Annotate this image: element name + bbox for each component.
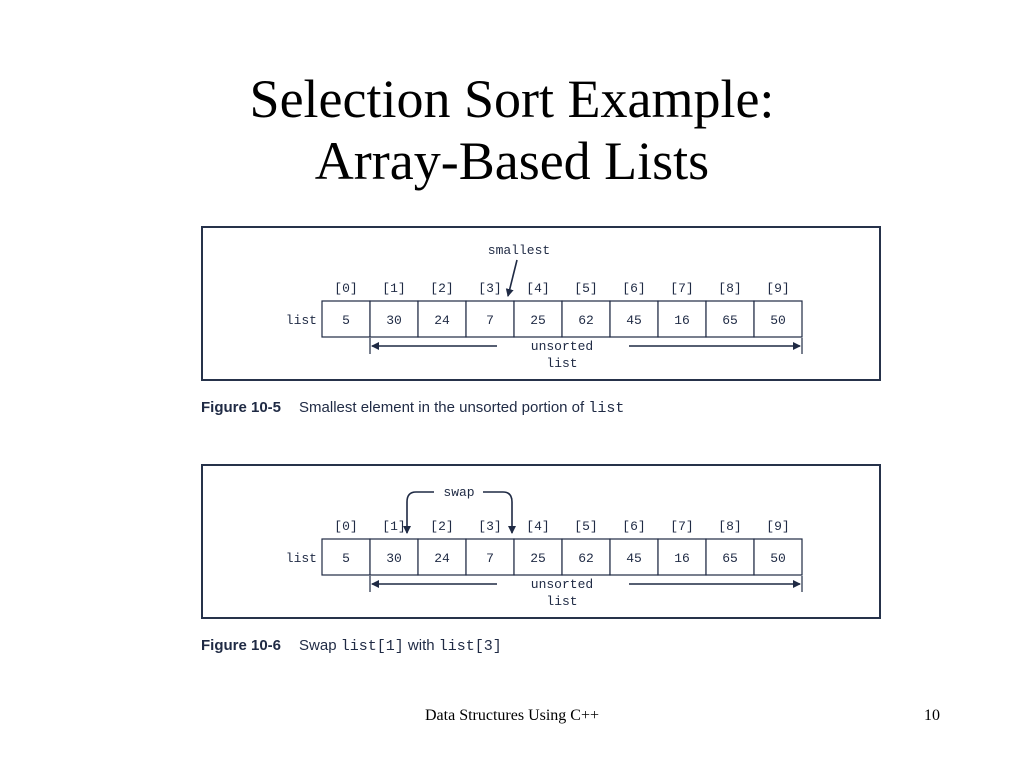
- index-labels: [0] [1] [2] [3] [4] [5] [6] [7] [8] [9]: [334, 281, 789, 296]
- unsorted-range: unsorted list: [369, 576, 803, 609]
- array-cell: [609, 300, 659, 338]
- index-label: [2]: [430, 281, 453, 296]
- array-cell: [369, 300, 419, 338]
- array-cell: [657, 538, 707, 576]
- slide-title: Selection Sort Example: Array-Based List…: [0, 68, 1024, 192]
- index-label: [8]: [718, 519, 741, 534]
- title-line-2: Array-Based Lists: [314, 131, 710, 191]
- array-cell: [657, 300, 707, 338]
- array-value: 45: [626, 551, 642, 566]
- figure-10-5-caption: Figure 10-5 Smallest element in the unsor…: [201, 399, 624, 417]
- array-cell: [609, 538, 659, 576]
- index-labels: [0] [1] [2] [3] [4] [5] [6] [7] [8] [9]: [334, 519, 789, 534]
- index-label: [7]: [670, 281, 693, 296]
- index-label: [4]: [526, 281, 549, 296]
- array-value: 65: [722, 551, 738, 566]
- caption-code: list: [588, 400, 625, 417]
- index-label: [5]: [574, 519, 597, 534]
- array-value: 24: [434, 551, 450, 566]
- unsorted-label-line2: list: [546, 356, 577, 371]
- array-cell: [465, 538, 515, 576]
- array-value: 62: [578, 313, 594, 328]
- index-label: [9]: [766, 519, 789, 534]
- figure-10-6-caption: Figure 10-6 Swap list[1] with list[3]: [201, 637, 502, 655]
- array-cells: [321, 538, 803, 576]
- figure-10-5-diagram: smallest [0] [1] [2] [3] [4] [5] [6] [7]…: [286, 243, 803, 371]
- caption-code: list[1]: [340, 638, 404, 655]
- index-label: [4]: [526, 519, 549, 534]
- array-label: list: [286, 551, 317, 566]
- index-label: [5]: [574, 281, 597, 296]
- array-value: 16: [674, 313, 690, 328]
- array-value: 5: [342, 551, 350, 566]
- smallest-label: smallest: [488, 243, 550, 258]
- smallest-arrow: [505, 259, 518, 297]
- unsorted-range: unsorted list: [369, 338, 803, 371]
- index-label: [3]: [478, 519, 501, 534]
- array-cell: [561, 538, 611, 576]
- index-label: [6]: [622, 519, 645, 534]
- index-label: [0]: [334, 519, 357, 534]
- array-cell: [753, 300, 803, 338]
- unsorted-label-line1: unsorted: [531, 577, 593, 592]
- array-value: 25: [530, 551, 546, 566]
- figure-10-5: smallest [0] [1] [2] [3] [4] [5] [6] [7]…: [201, 226, 881, 381]
- index-label: [0]: [334, 281, 357, 296]
- array-value: 50: [770, 551, 786, 566]
- array-value: 25: [530, 313, 546, 328]
- array-value: 45: [626, 313, 642, 328]
- array-value: 65: [722, 313, 738, 328]
- index-label: [3]: [478, 281, 501, 296]
- array-values: 5 30 24 7 25 62 45 16 65 50: [342, 313, 786, 328]
- figure-10-6: swap [0] [1] [2] [3] [4] [5] [6] [7] [8]…: [201, 464, 881, 619]
- array-cell: [705, 538, 755, 576]
- array-values: 5 30 24 7 25 62 45 16 65 50: [342, 551, 786, 566]
- array-cell: [321, 538, 371, 576]
- index-label: [6]: [622, 281, 645, 296]
- array-value: 30: [386, 313, 402, 328]
- unsorted-label-line1: unsorted: [531, 339, 593, 354]
- caption-code: list[3]: [438, 638, 502, 655]
- title-line-1: Selection Sort Example:: [249, 69, 775, 129]
- index-label: [7]: [670, 519, 693, 534]
- array-cell: [513, 300, 563, 338]
- swap-label: swap: [443, 485, 474, 500]
- array-value: 62: [578, 551, 594, 566]
- array-cell: [561, 300, 611, 338]
- index-label: [1]: [382, 519, 405, 534]
- array-cell: [321, 300, 371, 338]
- page-number: 10: [924, 707, 940, 724]
- array-label: list: [286, 313, 317, 328]
- unsorted-label-line2: list: [546, 594, 577, 609]
- array-cell: [417, 538, 467, 576]
- array-value: 7: [486, 313, 494, 328]
- caption-figure-number: Figure 10-5: [201, 399, 282, 416]
- array-cell: [753, 538, 803, 576]
- index-label: [1]: [382, 281, 405, 296]
- index-label: [2]: [430, 519, 453, 534]
- swap-arrow-left: [403, 491, 434, 534]
- array-value: 30: [386, 551, 402, 566]
- caption-text: with: [403, 637, 439, 654]
- array-value: 5: [342, 313, 350, 328]
- figure-10-6-diagram: swap [0] [1] [2] [3] [4] [5] [6] [7] [8]…: [286, 485, 803, 609]
- footer-text: Data Structures Using C++: [424, 707, 600, 724]
- index-label: [9]: [766, 281, 789, 296]
- caption-text: Smallest element in the unsorted portion…: [299, 399, 589, 416]
- swap-arrow-right: [483, 491, 516, 534]
- caption-figure-number: Figure 10-6: [201, 637, 282, 654]
- array-value: 7: [486, 551, 494, 566]
- array-value: 50: [770, 313, 786, 328]
- array-value: 16: [674, 551, 690, 566]
- array-cell: [417, 300, 467, 338]
- array-cell: [705, 300, 755, 338]
- array-cells: [321, 300, 803, 338]
- caption-text: Swap: [299, 637, 341, 654]
- array-value: 24: [434, 313, 450, 328]
- index-label: [8]: [718, 281, 741, 296]
